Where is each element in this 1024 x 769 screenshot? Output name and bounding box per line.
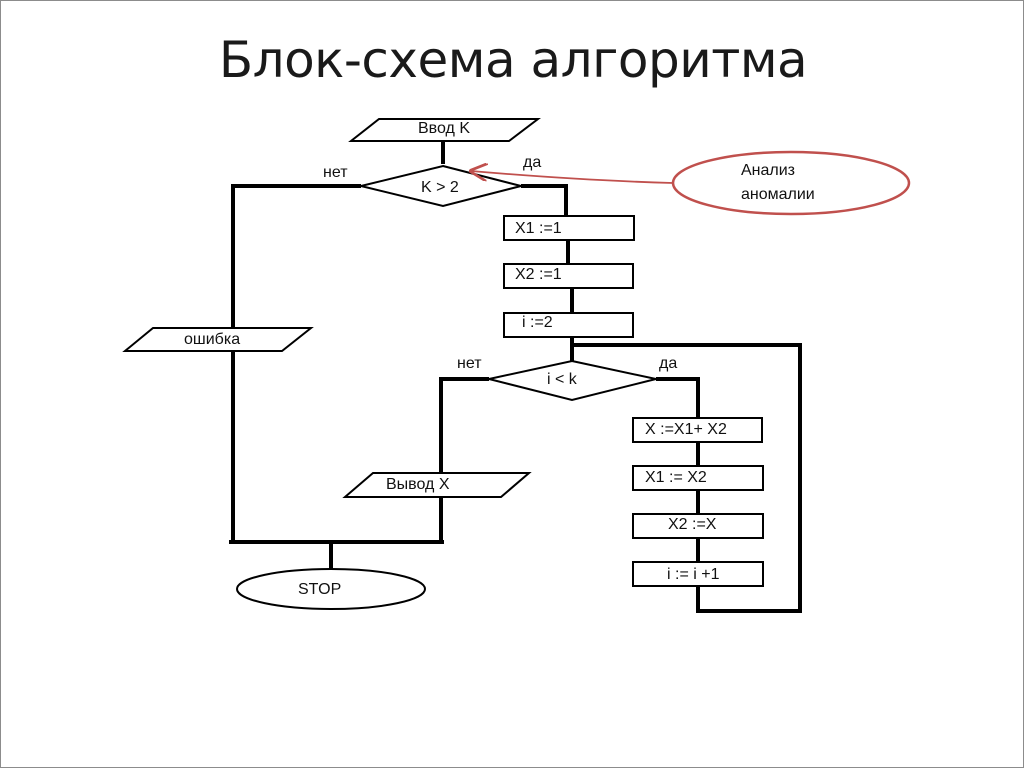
process-sum-box — [632, 417, 763, 443]
decision2-label: i < k — [547, 371, 578, 388]
process-x2-label: X2 :=1 — [515, 266, 562, 283]
decision1-yes-label: да — [523, 154, 541, 171]
process-shift-x2-label: X2 :=X — [668, 516, 717, 533]
process-i-box — [503, 312, 634, 338]
edge-decision2-yes — [656, 377, 700, 417]
process-x2: X2 :=1 — [503, 263, 634, 289]
edge-decision1-yes — [521, 184, 568, 215]
decision-i-lt-k: i < k нет да — [457, 355, 677, 402]
stop-ellipse — [236, 568, 426, 610]
output-node: Вывод X — [342, 472, 532, 498]
edge-loop-back — [572, 343, 802, 613]
slide-title: Блок-схема алгоритма — [218, 31, 808, 89]
process-i: i :=2 — [503, 312, 634, 338]
error-label: ошибка — [184, 331, 240, 348]
process-i-label: i :=2 — [522, 314, 553, 331]
error-node: ошибка — [122, 327, 314, 352]
output-label: Вывод X — [386, 476, 450, 493]
process-shift-x1-box — [632, 465, 764, 491]
process-shift-x1-label: X1 := X2 — [645, 469, 707, 486]
edge-decision1-no — [231, 184, 361, 331]
process-x1-label: X1 :=1 — [515, 220, 562, 237]
process-increment-box — [632, 561, 764, 587]
callout-arrow — [471, 171, 674, 184]
decision2-no-label: нет — [457, 355, 482, 372]
process-shift-x2-box — [632, 513, 764, 539]
connectors — [229, 141, 802, 613]
input-label: Ввод K — [418, 120, 470, 137]
process-increment: i := i +1 — [632, 561, 764, 587]
input-node: Ввод K — [348, 118, 541, 142]
decision2-yes-label: да — [659, 355, 677, 372]
process-sum-label: X :=X1+ X2 — [645, 421, 727, 438]
output-parallelogram — [342, 472, 532, 498]
decision1-label: K > 2 — [421, 179, 459, 196]
decision1-no-label: нет — [323, 164, 348, 181]
stop-label: STOP — [298, 581, 341, 598]
stop-node: STOP — [236, 568, 426, 610]
input-parallelogram — [348, 118, 541, 142]
process-shift-x2: X2 :=X — [632, 513, 764, 539]
process-x2-box — [503, 263, 634, 289]
decision2-diamond — [488, 359, 657, 402]
process-increment-label: i := i +1 — [667, 566, 720, 583]
decision-k-gt-2: K > 2 нет да — [323, 154, 541, 208]
process-sum: X :=X1+ X2 — [632, 417, 763, 443]
process-x1: X1 :=1 — [503, 215, 635, 241]
error-parallelogram — [122, 327, 314, 352]
process-x1-box — [503, 215, 635, 241]
edge-decision2-no — [439, 377, 489, 473]
callout-anomaly: Анализ аномалии — [471, 150, 911, 216]
process-shift-x1: X1 := X2 — [632, 465, 764, 491]
callout-line-1: Анализ — [741, 162, 795, 179]
callout-line-2: аномалии — [741, 186, 815, 203]
